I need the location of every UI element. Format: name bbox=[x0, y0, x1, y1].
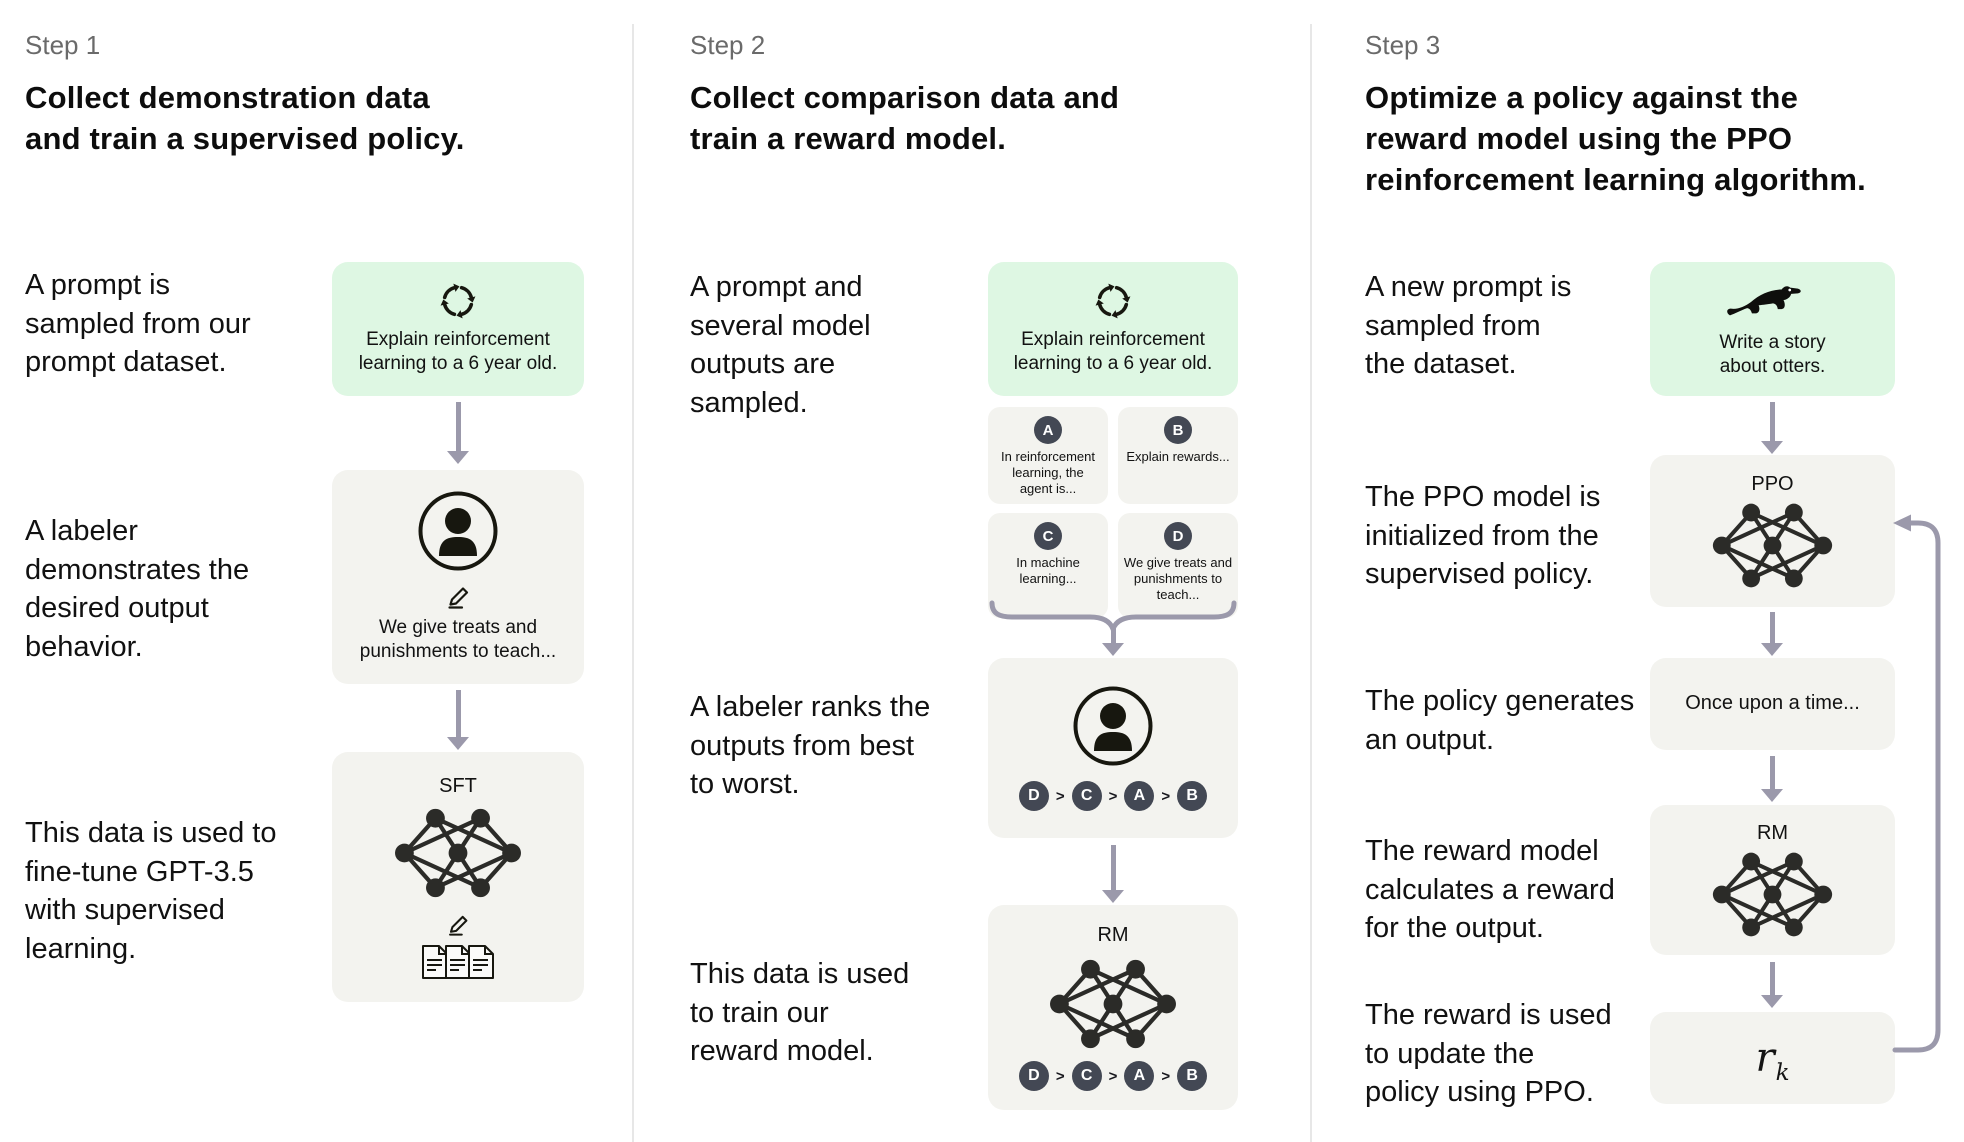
network-icon bbox=[1712, 852, 1833, 936]
ppo-label: PPO bbox=[1751, 472, 1794, 495]
step1-caption-finetune: This data is used to fine-tune GPT-3.5 w… bbox=[25, 817, 277, 965]
ranking-row: D > C > A > B bbox=[1018, 1061, 1208, 1091]
rm-label: RM bbox=[1756, 821, 1789, 844]
flow-arrow bbox=[1102, 845, 1124, 903]
step3-caption-update: The reward is used to update the policy … bbox=[1365, 999, 1612, 1109]
labeler-icon bbox=[418, 491, 498, 571]
answer-chip-a: A In reinforcement learning, the agent i… bbox=[988, 407, 1108, 504]
step1-caption-prompt: A prompt is sampled from our prompt data… bbox=[25, 269, 251, 379]
step3-caption-reward: The reward model calculates a reward for… bbox=[1365, 835, 1615, 945]
step3-caption-prompt: A new prompt is sampled from the dataset… bbox=[1365, 271, 1572, 381]
answer-chip-c: C In machine learning... bbox=[988, 513, 1108, 618]
labeler-icon bbox=[1073, 686, 1153, 766]
step2-label: Step 2 bbox=[690, 30, 766, 60]
rank-badge-a: A bbox=[1124, 781, 1155, 811]
pencil-icon bbox=[449, 915, 468, 936]
network-icon bbox=[395, 808, 521, 897]
answer-badge-a: A bbox=[1034, 416, 1062, 444]
flow-arrow bbox=[1761, 402, 1783, 454]
rank-separator: > bbox=[1161, 1067, 1171, 1085]
flow-arrow bbox=[1102, 628, 1124, 656]
column-divider bbox=[632, 24, 634, 1142]
rank-separator: > bbox=[1055, 787, 1065, 805]
rank-badge-b: B bbox=[1177, 781, 1208, 811]
step1-labeler-box: We give treats and punishments to teach.… bbox=[332, 470, 584, 684]
otter-icon bbox=[1726, 286, 1801, 316]
step3-heading: Optimize a policy against the reward mod… bbox=[1365, 80, 1866, 197]
rank-badge-b: B bbox=[1177, 1061, 1208, 1091]
answer-badge-c: C bbox=[1034, 522, 1062, 550]
reward-value: rk bbox=[1755, 1035, 1790, 1086]
step1-demo-text: We give treats and punishments to teach.… bbox=[359, 617, 557, 662]
refresh-icon bbox=[1095, 283, 1131, 319]
step2-prompt-box: Explain reinforcement learning to a 6 ye… bbox=[988, 262, 1238, 396]
step1-heading: Collect demonstration data and train a s… bbox=[25, 80, 465, 156]
flow-arrow bbox=[1761, 612, 1783, 656]
step3-caption-ppo: The PPO model is initialized from the su… bbox=[1365, 481, 1601, 591]
step2-rm-box: RM D > C > A > B bbox=[988, 905, 1238, 1110]
output-text: Once upon a time... bbox=[1685, 692, 1860, 715]
step1-prompt-box: Explain reinforcement learning to a 6 ye… bbox=[332, 262, 584, 396]
network-icon bbox=[1050, 959, 1176, 1049]
answer-chip-d: D We give treats and punishments to teac… bbox=[1118, 513, 1238, 618]
answer-chips: A In reinforcement learning, the agent i… bbox=[988, 407, 1238, 618]
rank-separator: > bbox=[1055, 1067, 1065, 1085]
ranking-row: D > C > A > B bbox=[1018, 781, 1208, 811]
flow-arrow bbox=[447, 402, 469, 464]
answer-badge-d: D bbox=[1164, 522, 1192, 550]
step2-caption-prompt: A prompt and several model outputs are s… bbox=[690, 271, 871, 419]
step2-heading: Collect comparison data and train a rewa… bbox=[690, 80, 1120, 156]
flow-arrow bbox=[447, 690, 469, 750]
rank-separator: > bbox=[1108, 787, 1118, 805]
step1-label: Step 1 bbox=[25, 30, 101, 60]
answer-badge-b: B bbox=[1164, 416, 1192, 444]
rank-badge-c: C bbox=[1071, 1061, 1102, 1091]
step2-prompt-text: Explain reinforcement learning to a 6 ye… bbox=[1013, 329, 1213, 374]
answer-text-a: In reinforcement learning, the agent is.… bbox=[1001, 449, 1095, 496]
reward-box: rk bbox=[1650, 1012, 1895, 1104]
rank-badge-a: A bbox=[1124, 1061, 1155, 1091]
column-divider bbox=[1310, 24, 1312, 1142]
answer-text-b: Explain rewards... bbox=[1126, 449, 1230, 464]
step2-caption-reward: This data is used to train our reward mo… bbox=[690, 958, 910, 1068]
rank-badge-d: D bbox=[1018, 781, 1049, 811]
step3-prompt-text: Write a story about otters. bbox=[1719, 332, 1826, 377]
step2-caption-ranking: A labeler ranks the outputs from best to… bbox=[690, 691, 931, 801]
answer-chip-b: B Explain rewards... bbox=[1118, 407, 1238, 504]
step3-caption-output: The policy generates an output. bbox=[1365, 685, 1635, 756]
pencil-icon bbox=[448, 587, 469, 609]
documents-icon bbox=[420, 944, 496, 980]
step3-label: Step 3 bbox=[1365, 30, 1441, 60]
step1-caption-labeler: A labeler demonstrates the desired outpu… bbox=[25, 515, 250, 663]
flow-arrow bbox=[1761, 756, 1783, 802]
rank-separator: > bbox=[1108, 1067, 1118, 1085]
rank-badge-d: D bbox=[1018, 1061, 1049, 1091]
answer-text-c: In machine learning... bbox=[1016, 555, 1080, 586]
network-icon bbox=[1712, 503, 1833, 587]
step3-rm-box: RM bbox=[1650, 805, 1895, 955]
sft-label: SFT bbox=[439, 774, 477, 797]
answer-text-d: We give treats and punishments to teach.… bbox=[1123, 555, 1233, 602]
rm-label: RM bbox=[1097, 924, 1129, 946]
refresh-icon bbox=[440, 283, 476, 319]
step1-sft-box: SFT bbox=[332, 752, 584, 1002]
step1-prompt-text: Explain reinforcement learning to a 6 ye… bbox=[358, 329, 558, 374]
flow-arrow bbox=[1761, 962, 1783, 1008]
step3-prompt-box: Write a story about otters. bbox=[1650, 262, 1895, 396]
output-box: Once upon a time... bbox=[1650, 658, 1895, 750]
loop-arrow bbox=[1892, 514, 1941, 1053]
rank-badge-c: C bbox=[1071, 781, 1102, 811]
ppo-box: PPO bbox=[1650, 455, 1895, 607]
rank-separator: > bbox=[1161, 787, 1171, 805]
step2-ranking-box: D > C > A > B bbox=[988, 658, 1238, 838]
